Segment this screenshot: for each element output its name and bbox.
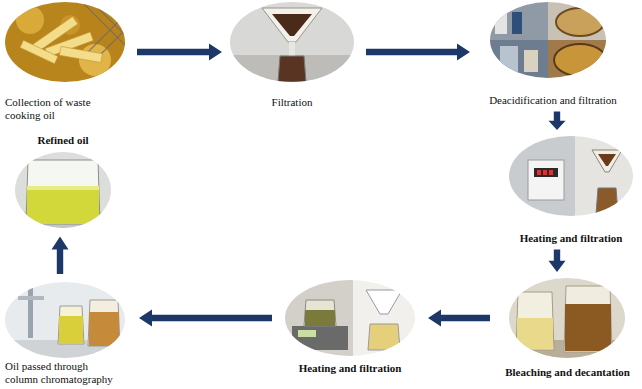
flow-arrow [137, 44, 222, 61]
photo-area [5, 282, 127, 358]
flow-arrow [428, 310, 490, 327]
column-photo [5, 282, 127, 360]
step-caption: Refined oil [15, 134, 111, 151]
process-step: Filtration [230, 2, 354, 109]
heating-scale-photo [283, 278, 418, 360]
photo-area [282, 280, 418, 356]
step-caption: Bleaching and decantation [500, 358, 635, 379]
flow-arrow [366, 44, 470, 61]
step-caption: Collection of waste cooking oil [5, 82, 105, 121]
heating-photo [505, 134, 640, 224]
fryer-photo [0, 0, 130, 90]
photo-area [15, 151, 111, 227]
process-step: Collection of waste cooking oil [5, 2, 127, 121]
photo-area [5, 2, 127, 82]
process-step: Heating and filtration [505, 136, 637, 245]
process-step: Heating and filtration [282, 280, 418, 375]
process-step: Oil passed through column chromatography [5, 282, 127, 385]
flow-arrow [549, 250, 566, 273]
photo-area [505, 136, 637, 216]
flow-arrow [139, 310, 272, 327]
flow-arrow [549, 112, 566, 131]
step-caption: Oil passed through column chromatography [5, 358, 117, 385]
refined-oil-photo [15, 152, 111, 230]
process-step: Refined oil [15, 134, 111, 227]
photo-area [478, 2, 628, 80]
filtration-photo [228, 0, 358, 90]
process-step: Deacidification and filtration [478, 2, 628, 107]
photo-area [230, 2, 354, 82]
process-step: Bleaching and decantation [500, 278, 635, 379]
step-caption: Deacidification and filtration [478, 80, 628, 107]
step-caption: Filtration [230, 82, 354, 109]
step-caption: Heating and filtration [505, 216, 637, 245]
step-caption: Heating and filtration [282, 356, 418, 375]
flow-arrow [52, 237, 69, 275]
bleaching-photo [505, 276, 630, 366]
photo-area [500, 278, 635, 358]
deacidification-photo [488, 0, 608, 80]
